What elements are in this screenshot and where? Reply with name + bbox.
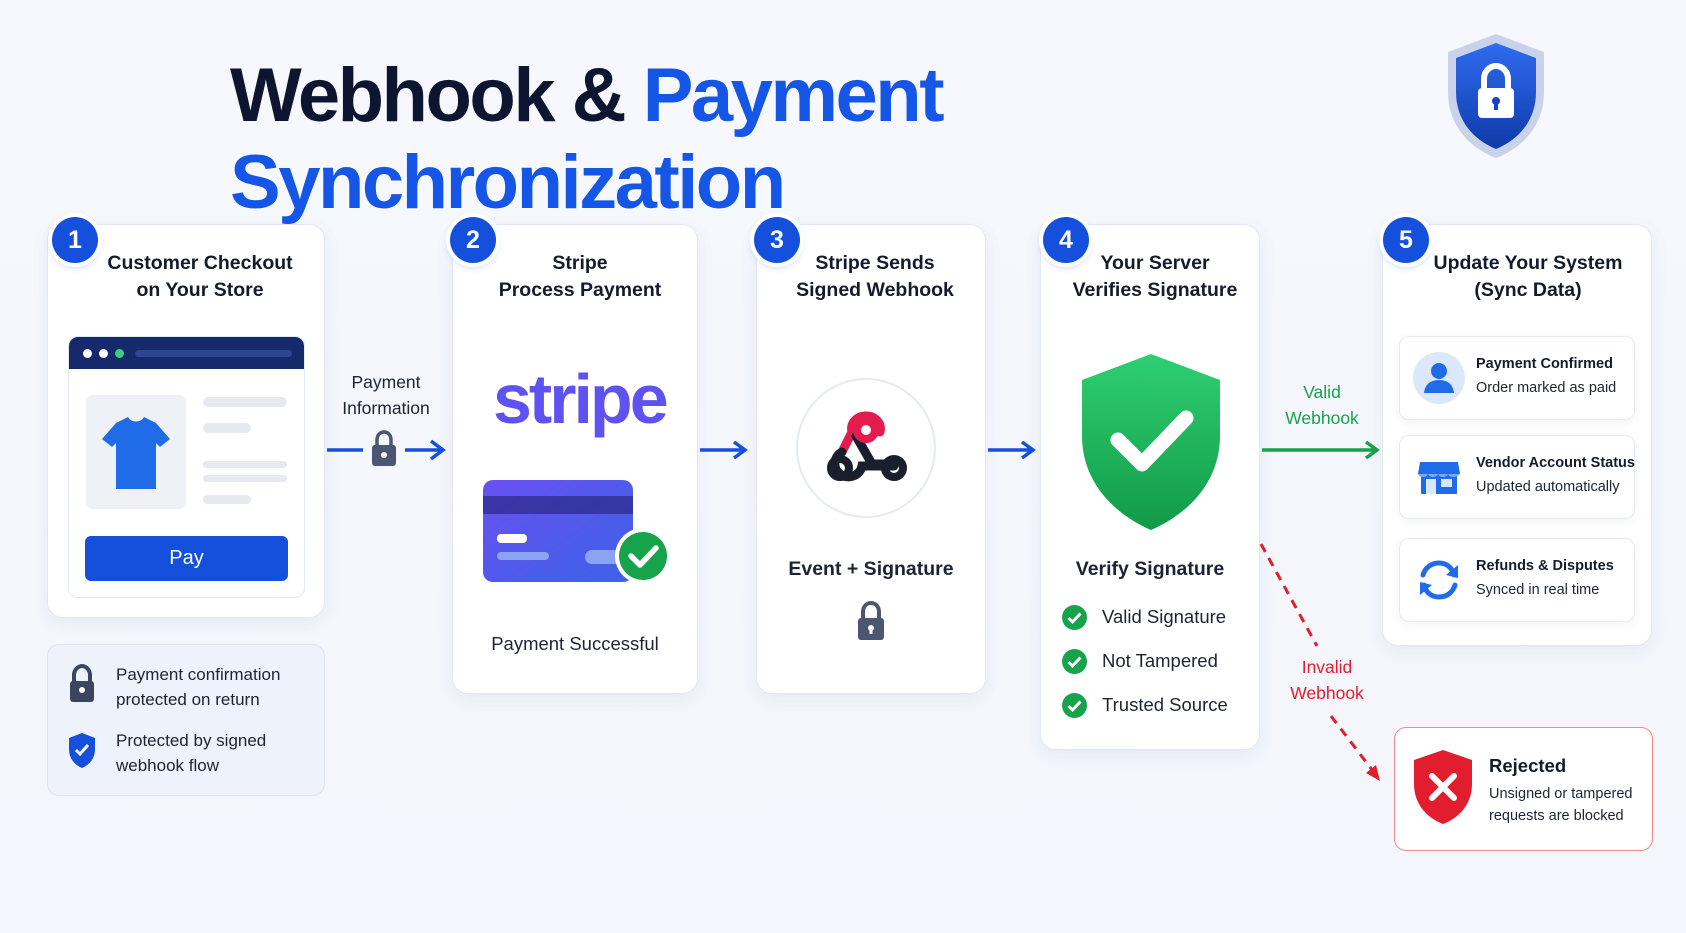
rejected-title: Rejected <box>1489 755 1567 776</box>
info-item-signed-flow: Protected by signed webhook flow <box>116 731 267 775</box>
check-circle-icon <box>1062 648 1087 674</box>
shield-x-icon <box>1414 750 1472 824</box>
arrow-valid-webhook <box>1262 440 1380 460</box>
rejected-card: Rejected Unsigned or tampered requests a… <box>1394 727 1653 851</box>
padlock-icon <box>70 664 94 702</box>
arrow-checkout-to-stripe <box>327 430 446 466</box>
sync-icon <box>1420 560 1458 600</box>
step-4-badge: 4 <box>1043 217 1089 263</box>
webhook-icon <box>796 378 936 518</box>
step-4-title: Your Server Verifies Signature <box>1072 252 1238 301</box>
check-not-tampered: Not Tampered <box>1061 647 1218 675</box>
step-2-title: Stripe Process Payment <box>498 252 662 301</box>
payment-information-label: Payment Information <box>342 372 430 418</box>
payment-successful-caption: Payment Successful <box>491 633 659 654</box>
shield-lock-icon <box>1448 34 1544 158</box>
title-part-2: Payment Synchronization <box>230 53 945 225</box>
stripe-logo: stripe <box>493 360 669 438</box>
sync-item-refunds-disputes: Refunds & Disputes Synced in real time <box>1399 538 1635 622</box>
invalid-webhook-label: Invalid Webhook <box>1290 657 1364 703</box>
step-1-title: Customer Checkout on Your Store <box>107 252 293 301</box>
info-item-return-protection: Payment confirmation protected on return <box>116 665 281 709</box>
title-part-1: Webhook & <box>230 53 643 138</box>
shield-check-icon <box>69 733 95 768</box>
shield-check-icon <box>1082 354 1220 530</box>
page-title: Webhook & Payment Synchronization <box>0 52 1500 226</box>
tshirt-icon <box>102 417 170 489</box>
step-2-card <box>452 224 698 694</box>
check-circle-icon <box>1062 604 1087 630</box>
arrow-stripe-to-webhook <box>700 440 748 460</box>
step-5-badge: 5 <box>1383 217 1429 263</box>
verify-signature-caption: Verify Signature <box>1075 558 1225 580</box>
check-circle-icon <box>1062 692 1087 718</box>
event-signature-caption: Event + Signature <box>788 558 954 580</box>
arrow-webhook-to-server <box>988 440 1036 460</box>
rejected-description: Unsigned or tampered requests are blocke… <box>1489 786 1633 824</box>
product-image <box>86 395 186 509</box>
store-icon <box>1418 462 1460 494</box>
step-3-badge: 3 <box>754 217 800 263</box>
checkout-browser-window: Pay <box>68 336 305 598</box>
step-5-title: Update Your System (Sync Data) <box>1433 252 1623 301</box>
user-icon <box>1413 352 1465 404</box>
step-2-badge: 2 <box>450 217 496 263</box>
sync-item-vendor-status: Vendor Account Status Updated automatica… <box>1399 435 1635 519</box>
arrow-invalid-webhook <box>1259 543 1380 781</box>
valid-webhook-label: Valid Webhook <box>1285 382 1359 428</box>
pay-button[interactable]: Pay <box>85 536 288 581</box>
sync-item-payment-confirmed: Payment Confirmed Order marked as paid <box>1399 336 1635 420</box>
security-info-card <box>47 644 325 796</box>
padlock-icon <box>858 600 884 640</box>
step-3-title: Stripe Sends Signed Webhook <box>796 252 954 301</box>
browser-toolbar <box>69 337 304 369</box>
check-trusted-source: Trusted Source <box>1061 691 1228 719</box>
check-valid-signature: Valid Signature <box>1061 603 1226 631</box>
credit-card-check-icon <box>483 480 671 584</box>
step-1-badge: 1 <box>52 217 98 263</box>
